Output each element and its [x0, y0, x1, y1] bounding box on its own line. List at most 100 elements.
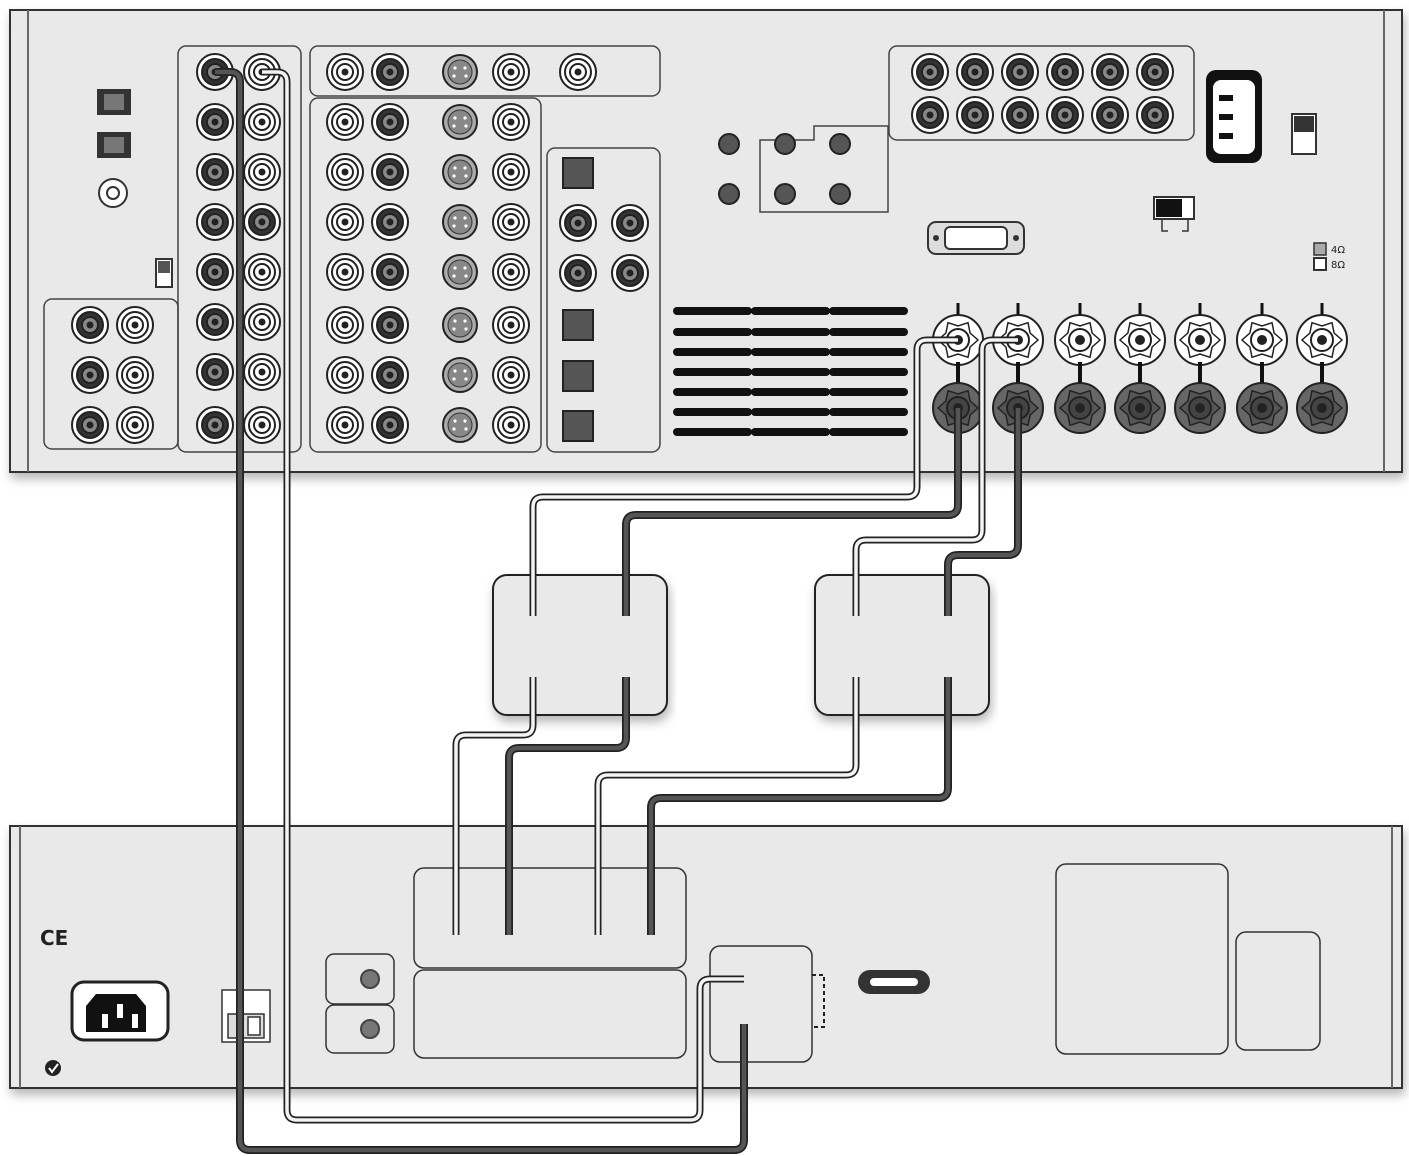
- rca-preout-58[interactable]: [1046, 53, 1084, 91]
- svideo-jack-2[interactable]: [442, 104, 478, 140]
- rca-jack-g-48[interactable]: [559, 204, 597, 242]
- rca-preout-52[interactable]: [911, 53, 949, 91]
- speaker-box-right: [814, 574, 990, 716]
- rca-jack-h-50[interactable]: [559, 254, 597, 292]
- rca-jack-left-4[interactable]: [116, 356, 154, 394]
- antenna-jack[interactable]: [98, 178, 128, 208]
- svideo-jack-4[interactable]: [442, 204, 478, 240]
- power-inlet-receiver[interactable]: [1206, 70, 1262, 163]
- rca-preout-63[interactable]: [1136, 96, 1174, 134]
- rca-jack-d-30[interactable]: [371, 153, 409, 191]
- mini-jacks[interactable]: [718, 133, 851, 205]
- rca-preout-59[interactable]: [1046, 96, 1084, 134]
- receiver-speaker-positive-4[interactable]: [1114, 314, 1166, 366]
- rca-jack-b-22[interactable]: [243, 406, 281, 444]
- rca-jack-left-3[interactable]: [71, 356, 109, 394]
- rca-jack-c-35[interactable]: [326, 253, 364, 291]
- rca-preout-53[interactable]: [911, 96, 949, 134]
- rca-jack-e-28[interactable]: [492, 103, 530, 141]
- rca-jack-e-25[interactable]: [492, 53, 530, 91]
- rca-jack-a-15[interactable]: [196, 253, 234, 291]
- power-inlet-amplifier[interactable]: [70, 980, 170, 1042]
- small-selector-switch[interactable]: [155, 258, 173, 288]
- rca-jack-d-33[interactable]: [371, 203, 409, 241]
- receiver-speaker-positive-6[interactable]: [1236, 314, 1288, 366]
- rs232-port[interactable]: [927, 221, 1025, 255]
- rca-jack-b-16[interactable]: [243, 253, 281, 291]
- receiver-speaker-negative-1[interactable]: [932, 382, 984, 434]
- rca-jack-left-2[interactable]: [116, 306, 154, 344]
- rca-jack-b-10[interactable]: [243, 103, 281, 141]
- rca-jack-b-20[interactable]: [243, 353, 281, 391]
- rca-preout-61[interactable]: [1091, 96, 1129, 134]
- rca-jack-b-12[interactable]: [243, 153, 281, 191]
- receiver-speaker-negative-4[interactable]: [1114, 382, 1166, 434]
- optical-square-2[interactable]: [562, 309, 594, 341]
- amp-link-bridge[interactable]: [858, 970, 930, 994]
- optical-input-2[interactable]: [97, 132, 131, 158]
- rca-jack-a-11[interactable]: [196, 153, 234, 191]
- rca-jack-a-17[interactable]: [196, 303, 234, 341]
- amp-trigger-jacks[interactable]: [360, 969, 380, 1039]
- optical-square-1[interactable]: [562, 157, 594, 189]
- rca-jack-c-26[interactable]: [326, 103, 364, 141]
- receiver-speaker-negative-5[interactable]: [1174, 382, 1226, 434]
- optical-square-4[interactable]: [562, 410, 594, 442]
- rca-jack-left-5[interactable]: [71, 406, 109, 444]
- rca-preout-54[interactable]: [956, 53, 994, 91]
- rca-jack-a-9[interactable]: [196, 103, 234, 141]
- optical-square-3[interactable]: [562, 360, 594, 392]
- rca-jack-c-32[interactable]: [326, 203, 364, 241]
- receiver-speaker-negative-6[interactable]: [1236, 382, 1288, 434]
- rca-jack-c-29[interactable]: [326, 153, 364, 191]
- rca-jack-a-21[interactable]: [196, 406, 234, 444]
- svideo-jack-7[interactable]: [442, 357, 478, 393]
- optical-input-1[interactable]: [97, 89, 131, 115]
- rca-jack-a-13[interactable]: [196, 203, 234, 241]
- svideo-jack-3[interactable]: [442, 154, 478, 190]
- rca-preout-56[interactable]: [1001, 53, 1039, 91]
- rca-jack-e-43[interactable]: [492, 356, 530, 394]
- rca-jack-h-51[interactable]: [611, 254, 649, 292]
- impedance-selector[interactable]: 4Ω 8Ω: [1313, 242, 1345, 271]
- rca-jack-d-39[interactable]: [371, 306, 409, 344]
- receiver-speaker-positive-7[interactable]: [1296, 314, 1348, 366]
- svideo-jack-5[interactable]: [442, 254, 478, 290]
- receiver-speaker-positive-3[interactable]: [1054, 314, 1106, 366]
- receiver-speaker-positive-5[interactable]: [1174, 314, 1226, 366]
- slide-switch[interactable]: [1153, 196, 1195, 232]
- rca-jack-left-1[interactable]: [71, 306, 109, 344]
- rca-jack-c-41[interactable]: [326, 356, 364, 394]
- receiver-speaker-negative-7[interactable]: [1296, 382, 1348, 434]
- rca-jack-d-27[interactable]: [371, 103, 409, 141]
- rca-preout-57[interactable]: [1001, 96, 1039, 134]
- rca-jack-d-42[interactable]: [371, 356, 409, 394]
- rca-jack-g-49[interactable]: [611, 204, 649, 242]
- rca-jack-b-18[interactable]: [243, 303, 281, 341]
- rca-jack-b-14[interactable]: [243, 203, 281, 241]
- svideo-jack-8[interactable]: [442, 407, 478, 443]
- rca-jack-e-34[interactable]: [492, 203, 530, 241]
- rca-preout-55[interactable]: [956, 96, 994, 134]
- rca-jack-d-45[interactable]: [371, 406, 409, 444]
- svideo-jack-6[interactable]: [442, 307, 478, 343]
- jack-group-frames: [43, 45, 1195, 453]
- rca-jack-c-38[interactable]: [326, 306, 364, 344]
- rca-jack-d-36[interactable]: [371, 253, 409, 291]
- rca-jack-a-19[interactable]: [196, 353, 234, 391]
- rca-jack-e-31[interactable]: [492, 153, 530, 191]
- rca-jack-left-6[interactable]: [116, 406, 154, 444]
- rca-jack-e-40[interactable]: [492, 306, 530, 344]
- svideo-jack-1[interactable]: [442, 54, 478, 90]
- amp-power-switch[interactable]: [221, 989, 271, 1043]
- rca-jack-e-46[interactable]: [492, 406, 530, 444]
- rca-jack-e-37[interactable]: [492, 253, 530, 291]
- rca-jack-f-47[interactable]: [559, 53, 597, 91]
- rca-preout-62[interactable]: [1136, 53, 1174, 91]
- voltage-switch[interactable]: [1291, 113, 1317, 155]
- rca-jack-d-24[interactable]: [371, 53, 409, 91]
- rca-jack-c-44[interactable]: [326, 406, 364, 444]
- rca-preout-60[interactable]: [1091, 53, 1129, 91]
- rca-jack-c-23[interactable]: [326, 53, 364, 91]
- receiver-speaker-negative-3[interactable]: [1054, 382, 1106, 434]
